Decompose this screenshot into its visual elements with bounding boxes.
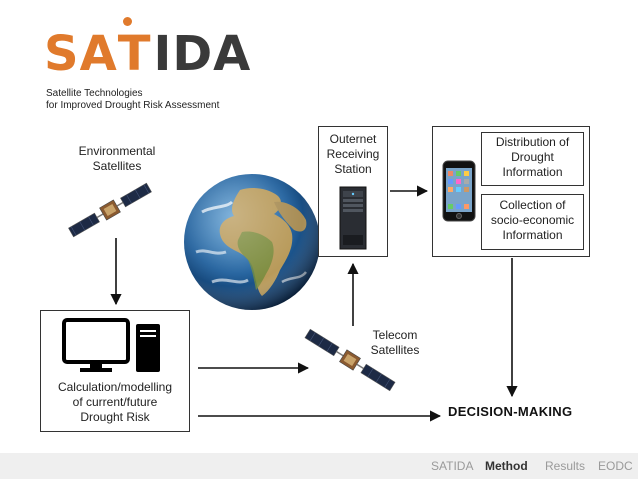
calculation-label: Calculation/modelling of current/future … [40, 380, 190, 425]
env-sat-line1: Environmental [78, 144, 156, 158]
nav-eodc[interactable]: EODC [598, 459, 633, 473]
telecom-satellites-label: Telecom Satellites [360, 328, 430, 358]
collect-line2: socio-economic [490, 213, 575, 227]
collection-label: Collection of socio-economic Information [481, 198, 584, 243]
calc-line2: of current/future [72, 395, 158, 409]
logo-subtitle-line1: Satellite Technologies [46, 88, 143, 99]
logo-part-ida: IDA [153, 26, 252, 82]
env-sat-line2: Satellites [92, 159, 142, 173]
logo-subtitle: Satellite Technologies for Improved Drou… [46, 88, 219, 112]
env-satellite-icon [68, 182, 152, 238]
computer-icon [62, 318, 160, 372]
outernet-line2: Receiving [326, 147, 380, 161]
calc-line1: Calculation/modelling [57, 380, 173, 394]
logo-subtitle-line2: for Improved Drought Risk Assessment [46, 100, 220, 111]
collect-line1: Collection of [499, 198, 566, 212]
telecom-satellite-icon [304, 328, 396, 392]
dist-line3: Information [502, 165, 563, 179]
logo-dot [123, 17, 132, 26]
satida-logo: SA T IDA [44, 30, 251, 78]
outernet-line3: Station [334, 162, 372, 176]
server-tower-icon [339, 186, 367, 250]
logo-part-t: T [117, 26, 152, 82]
logo-part-sa: SA [44, 26, 118, 82]
env-satellites-label: Environmental Satellites [62, 144, 172, 174]
distribution-label: Distribution of Drought Information [481, 135, 584, 180]
decision-making-label: DECISION-MAKING [448, 404, 573, 419]
dist-line2: Drought [511, 150, 554, 164]
collection-box [481, 194, 584, 250]
flow-arrows [110, 185, 518, 422]
dist-line1: Distribution of [495, 135, 570, 149]
nav-satida[interactable]: SATIDA [431, 459, 474, 473]
outernet-line1: Outernet [329, 132, 377, 146]
distribution-box [481, 132, 584, 186]
smartphone-icon [442, 160, 476, 222]
nav-method[interactable]: Method [485, 459, 528, 473]
earth-globe-icon [184, 174, 320, 310]
telecom-line2: Satellites [370, 343, 420, 357]
calc-line3: Drought Risk [80, 410, 150, 424]
footer-bar [0, 453, 638, 479]
outernet-station-label: Outernet Receiving Station [318, 132, 388, 177]
telecom-line1: Telecom [372, 328, 418, 342]
nav-results[interactable]: Results [545, 459, 586, 473]
collect-line3: Information [502, 228, 563, 242]
